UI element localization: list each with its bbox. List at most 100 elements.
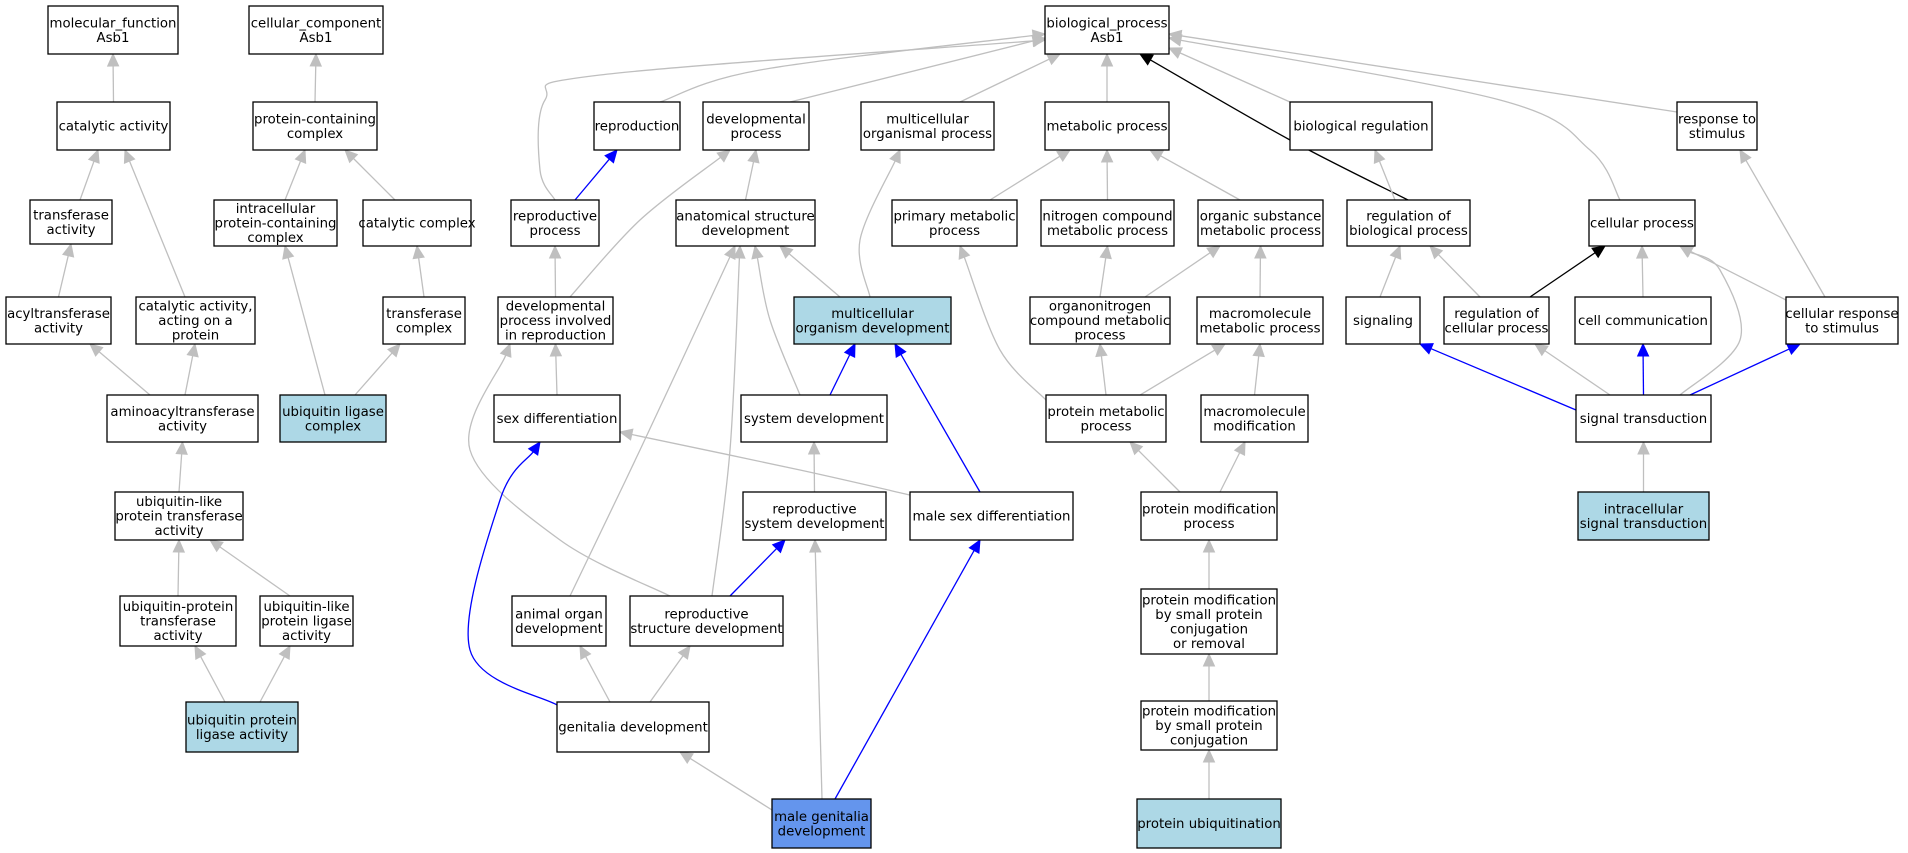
node-box[interactable] (909, 491, 1074, 541)
node-box[interactable] (362, 199, 472, 247)
node-box[interactable] (56, 101, 171, 151)
node-catalytic-activity[interactable]: catalytic activity (56, 101, 171, 151)
node-box[interactable] (1197, 199, 1324, 247)
node-box[interactable] (1588, 199, 1696, 247)
node-box[interactable] (106, 394, 259, 443)
node-box[interactable] (793, 296, 952, 345)
node-catalytic-complex[interactable]: catalytic complex (358, 199, 476, 247)
node-signaling[interactable]: signaling (1345, 296, 1421, 345)
node-cell-communication[interactable]: cell communication (1574, 296, 1712, 345)
node-biological-regulation[interactable]: biological regulation (1289, 101, 1433, 151)
node-box[interactable] (556, 701, 710, 753)
node-box[interactable] (629, 595, 784, 647)
node-box[interactable] (382, 296, 466, 345)
node-box[interactable] (1443, 296, 1550, 345)
node-box[interactable] (510, 199, 600, 247)
node-box[interactable] (1196, 296, 1324, 345)
node-box[interactable] (593, 101, 681, 151)
node-box[interactable] (1577, 491, 1710, 541)
node-box[interactable] (771, 798, 872, 849)
node-box[interactable] (29, 199, 113, 245)
node-box[interactable] (1136, 798, 1282, 849)
node-box[interactable] (1676, 101, 1758, 151)
node-box[interactable] (740, 394, 888, 443)
node-box[interactable] (279, 394, 387, 443)
node-box[interactable] (860, 101, 995, 151)
node-genitalia-development[interactable]: genitalia development (556, 701, 710, 753)
node-box[interactable] (119, 595, 237, 647)
node-box[interactable] (252, 101, 378, 151)
node-box[interactable] (1346, 199, 1471, 247)
node-cellular-process[interactable]: cellular process (1588, 199, 1696, 247)
node-box[interactable] (1044, 101, 1170, 151)
node-box[interactable] (1575, 394, 1712, 443)
node-reproduction[interactable]: reproduction (593, 101, 681, 151)
node-box[interactable] (1044, 5, 1170, 55)
node-system-development[interactable]: system development (740, 394, 888, 443)
node-box[interactable] (1785, 296, 1899, 345)
node-box[interactable] (511, 595, 607, 647)
node-box[interactable] (135, 296, 256, 345)
node-box[interactable] (675, 199, 816, 247)
node-box[interactable] (891, 199, 1018, 247)
node-box[interactable] (47, 5, 179, 55)
node-box[interactable] (702, 101, 810, 151)
node-box[interactable] (5, 296, 112, 345)
node-box[interactable] (248, 5, 384, 55)
node-box[interactable] (1045, 394, 1167, 443)
node-box[interactable] (1140, 700, 1278, 751)
node-box[interactable] (1140, 491, 1278, 541)
node-box[interactable] (1200, 394, 1309, 443)
node-box[interactable] (1574, 296, 1712, 345)
node-box[interactable] (497, 296, 614, 345)
node-box[interactable] (1289, 101, 1433, 151)
node-metabolic-process[interactable]: metabolic process (1044, 101, 1170, 151)
node-box[interactable] (1040, 199, 1175, 247)
node-sex-differentiation[interactable]: sex differentiation (493, 394, 621, 443)
node-box[interactable] (1029, 296, 1171, 345)
node-box[interactable] (185, 701, 299, 753)
node-box[interactable] (1140, 588, 1278, 655)
node-male-sex-differentiation[interactable]: male sex differentiation (909, 491, 1074, 541)
node-box[interactable] (742, 491, 887, 541)
